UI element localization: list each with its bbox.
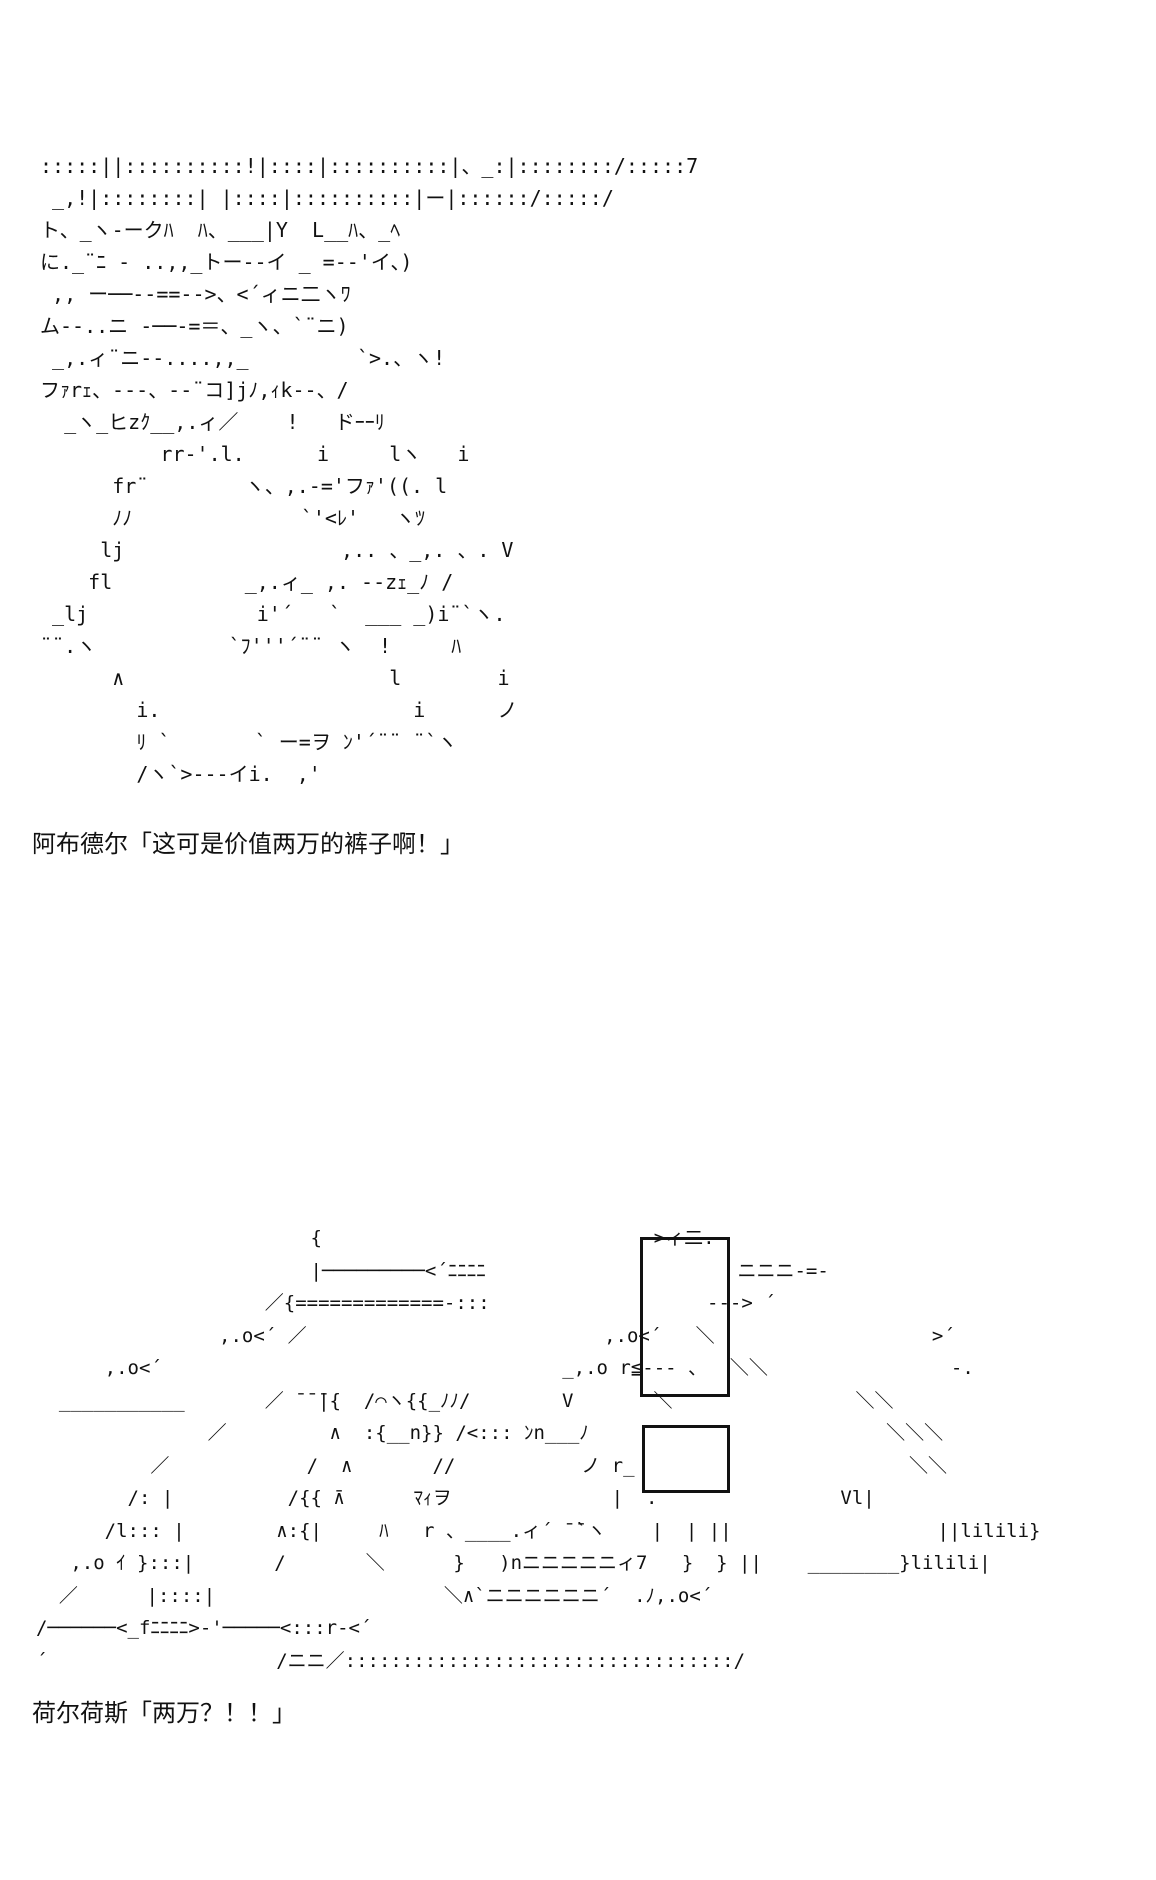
art-line: ´ /ニニ／::::::::::::::::::::::::::::::::::… <box>36 1649 746 1672</box>
art-line: fr¨ ヽ、,.-='フｧ'((. l <box>40 474 448 498</box>
art-line: ___________ ／ ̄ ̄ ̄|{ /⌒ヽ{{_ﾉﾉ/ V ＼ ＼＼ <box>36 1389 894 1412</box>
art-line: |─────────<´ﾆﾆﾆﾆ ニニニ-=- <box>36 1259 829 1282</box>
art-line: ム--..ニ -──-=＝、_ヽ、`¨ニ) <box>40 314 349 338</box>
art-line: i. i ノ <box>40 698 518 722</box>
art-line: _,.ィ¨ニ--....,,_ `>.、ヽ! <box>40 346 446 370</box>
art-line: ﾘ ` ` ー=ヲ ﾝ'´¨¨ ¨`ヽ <box>40 730 458 754</box>
art-line: _ヽ_ヒzｸ__,.ィ／ ! ドｰｰﾘ <box>40 410 385 434</box>
art-line: ／ / ∧ // ノ r_ ＼＼ <box>36 1454 948 1477</box>
art-line: /l::: | ∧:{| ﾊ r 、____.ィ´ ̄ ̄`ヽ | | || |… <box>36 1519 1041 1542</box>
dialogue-caption-hol-horse: 荷尔荷斯「两万？！！」 <box>32 1699 296 1727</box>
art-line: :::::||::::::::::!|::::|::::::::::|、_:|:… <box>40 154 699 178</box>
dialogue-caption-abdul: 阿布德尔「这可是价值两万的裤子啊！」 <box>32 830 464 858</box>
art-line: rr-'.l. i lヽ i <box>40 442 470 466</box>
art-line: _,!|::::::::| |::::|::::::::::|ー|::::::/… <box>40 186 614 210</box>
art-line: ,.o ｲ }:::| / ＼ } )nニニニニニィ7 } } || _____… <box>36 1552 991 1574</box>
art-line: ,, ー──--==-->、<´ィニ二ヽﾜ <box>40 282 351 306</box>
art-line: /ヽ`>---イi. ,' <box>40 762 321 786</box>
art-line: fl _,.ィ_ ,. --zｪ_ﾉ / <box>40 570 454 594</box>
art-line: _lj i'´ ` ___ _)i¨`ヽ. <box>40 602 506 626</box>
art-line: ,.o<´ _,.o r≦--- 、 ＼＼ -. <box>36 1357 974 1379</box>
door-frame-drawing <box>640 1237 730 1397</box>
art-line: /: | /{{ ̄∧ ﾏｨヲ | . Vl| <box>36 1487 875 1509</box>
art-line: { >ィ二. <box>36 1227 715 1249</box>
art-line: ,.o<´ ／ ,.o<´ ＼ >´ <box>36 1324 955 1347</box>
art-line: フｧrｪ、---、--¨コ]jﾉ,ｨk--、/ <box>40 378 349 402</box>
art-line: ／ ∧ :{__n}} /<::: ﾝn___ﾉ ＼＼＼ <box>36 1422 944 1444</box>
art-line: に._¨ﾆ - ..,,_トー--イ _ =--'イ、) <box>40 250 413 274</box>
art-line: ¨¨.ヽ `ﾌ'''´¨¨ ヽ ! ﾊ <box>40 634 462 658</box>
art-line: lj ,.. 、_,. 、. V <box>40 538 514 562</box>
art-line: ／ |::::| ＼∧`ニニニニニニ´ .ﾉ,.o<´ <box>36 1584 713 1607</box>
ascii-art-hol-horse: { >ィ二. |─────────<´ﾆﾆﾆﾆ ニニニ-=- ／{=======… <box>36 1222 1041 1677</box>
art-line: ∧ l i <box>40 666 510 690</box>
ascii-art-abdul: :::::||::::::::::!|::::|::::::::::|、_:|:… <box>40 150 698 790</box>
art-line: /──────<_fﾆﾆﾆﾆ>-'─────<:::r-<´ <box>36 1617 372 1639</box>
art-line: ﾉﾉ `'<ﾚ' ヽﾂ <box>40 506 426 530</box>
window-frame-drawing <box>642 1425 730 1493</box>
art-line: ト、_ヽ-ークﾊ ﾊ、___|Y L__ﾊ、_ﾍ <box>40 218 401 242</box>
